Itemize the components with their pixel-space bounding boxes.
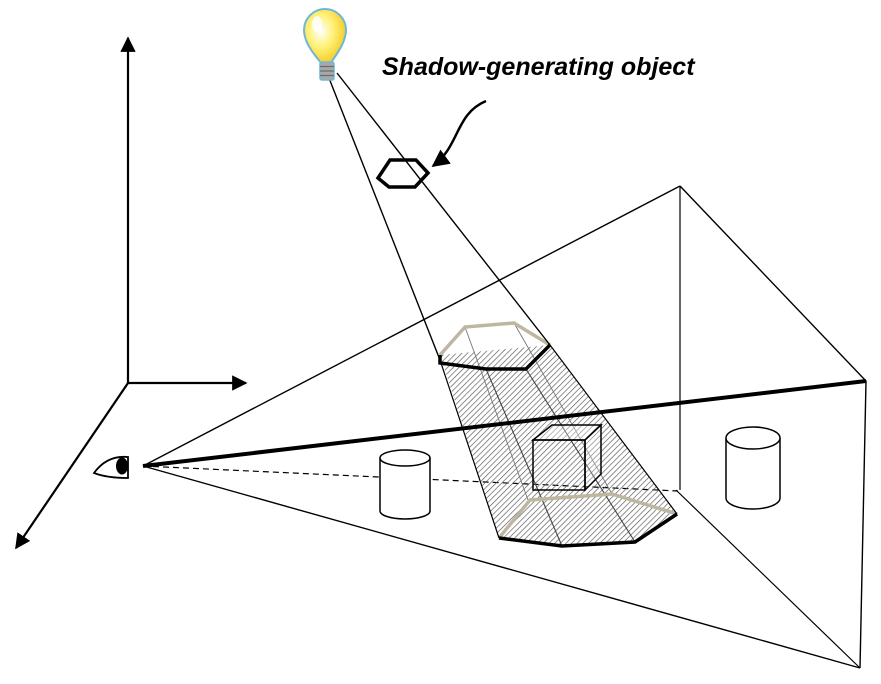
annotation-label: Shadow-generating object: [382, 53, 696, 81]
shadow-cap-bottom-near: [498, 512, 678, 548]
cube: [530, 423, 603, 492]
shadow-volume-fill: [440, 345, 677, 546]
shadow-cap-bottom-far: [497, 492, 678, 540]
frustum-back-edge: [675, 489, 861, 669]
coordinate-axes: [15, 36, 248, 550]
frustum-top-edge: [142, 185, 681, 467]
eye-icon: [92, 455, 129, 479]
view-ray-bold: [142, 379, 867, 468]
frustum-far-plane: [679, 185, 867, 669]
shadow-volume: [438, 321, 678, 548]
view-frustum: [142, 185, 867, 669]
light-rays: [326, 72, 678, 539]
frustum-bottom-edge: [142, 465, 861, 669]
light-bulb-icon: [302, 8, 348, 81]
shadow-cap-top-far: [438, 321, 551, 357]
shadow-generating-object: [375, 158, 431, 189]
z-axis: [15, 382, 129, 550]
cylinder-right: [725, 426, 781, 510]
annotation-pointer-arrow: [431, 99, 487, 168]
cylinder-left: [379, 449, 431, 520]
